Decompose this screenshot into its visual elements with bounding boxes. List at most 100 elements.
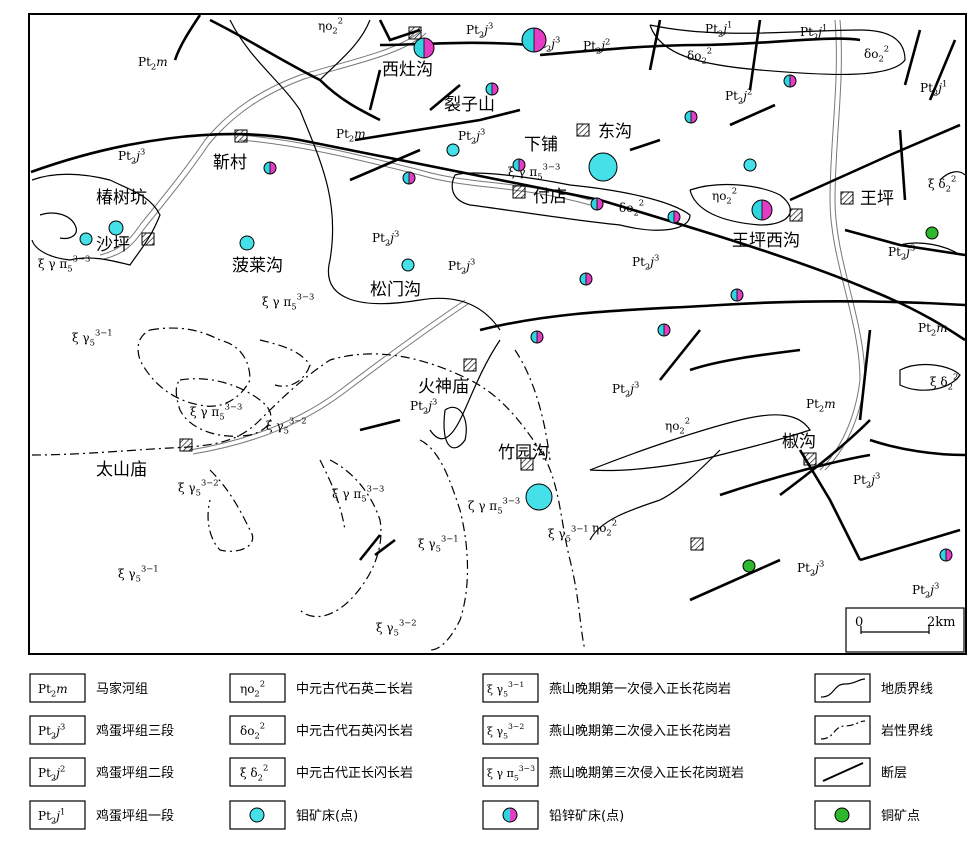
place-wangping: 王坪 — [860, 189, 894, 209]
place-jiaogou: 椒沟 — [782, 432, 816, 452]
legend-sym-xd: ξ δ22 — [240, 762, 268, 782]
settlement-marker — [789, 208, 803, 222]
unit-label-zgp33: ζ γ π53−3 — [468, 495, 520, 515]
mineral-deposits — [79, 27, 953, 573]
pb-zn-deposit-icon — [590, 197, 604, 211]
settlement-marker — [179, 438, 193, 452]
legend-label-geologic-boundary-icon: 地质界线 — [881, 682, 933, 697]
legend-label-Pt2j1: 鸡蛋坪组一段 — [96, 808, 174, 824]
unit-label-xgp33: ξ γ π53−3 — [190, 401, 242, 421]
pb-zn-deposit-icon — [502, 807, 518, 823]
map-frame — [28, 13, 967, 655]
cu-occurrence-icon — [834, 807, 850, 823]
road-lines — [99, 19, 866, 471]
settlements — [141, 26, 854, 551]
legend-label-cu-occurrence-icon: 铜矿点 — [881, 809, 920, 824]
place-bolaigou: 菠莱沟 — [232, 256, 283, 276]
legend-box-xd — [229, 757, 286, 787]
unit-label-xg31: ξ γ53−1 — [118, 563, 159, 583]
mo-deposit-icon — [588, 152, 618, 182]
place-fudian: 付店 — [533, 187, 567, 207]
lithologic-boundaries — [31, 327, 586, 651]
legend-sym-delta: δo22 — [240, 720, 265, 740]
unit-label-xg32: ξ γ53−2 — [376, 617, 417, 637]
settlement-marker — [234, 129, 248, 143]
unit-label-xg31: ξ γ53−1 — [548, 523, 589, 543]
place-jincun: 靳村 — [213, 153, 247, 173]
place-chunshukeng: 椿树坑 — [96, 188, 147, 208]
mo-deposit-icon — [79, 232, 93, 246]
legend-box-xg32 — [482, 715, 539, 745]
unit-label-delta: δo22 — [687, 45, 712, 65]
scale-distance: 2km — [927, 615, 955, 630]
mo-deposit-icon — [446, 143, 460, 157]
unit-label-Pt2j2: Pt2j2 — [725, 87, 752, 106]
pb-zn-deposit-icon — [939, 548, 953, 562]
unit-label-Pt2j3: Pt2j3 — [458, 127, 485, 146]
settlement-marker — [408, 26, 422, 40]
unit-label-Pt2j3: Pt2j3 — [448, 257, 475, 276]
legend-sym-Pt2j3: Pt2j3 — [38, 722, 65, 741]
pb-zn-deposit-icon — [402, 171, 416, 185]
cu-occurrence-icon — [742, 559, 756, 573]
legend-sym-Pt2j2: Pt2j2 — [38, 764, 65, 783]
legend-label-eta: 中元古代石英二长岩 — [296, 682, 413, 697]
unit-label-Pt2j3: Pt2j3 — [466, 21, 493, 40]
legend-box-Pt2j1 — [29, 800, 86, 830]
settlement-marker — [840, 191, 854, 205]
mo-deposit-icon — [743, 158, 757, 172]
place-taishanmiao: 太山庙 — [96, 460, 147, 480]
unit-label-xg31: ξ γ53−1 — [72, 327, 113, 347]
legend-box-xg31 — [482, 673, 539, 703]
legend-box-eta — [229, 673, 286, 703]
legend-label-delta: 中元古代石英闪长岩 — [296, 724, 413, 739]
unit-label-delta: δo22 — [864, 43, 889, 63]
settlement-marker — [463, 358, 477, 372]
legend-label-xgp33: 燕山晚期第三次侵入正长花岗斑岩 — [549, 765, 744, 781]
legend-label-Pt2m: 马家河组 — [96, 681, 148, 697]
legend-label-lithologic-boundary-icon: 岩性界线 — [881, 724, 933, 739]
rock-unit-labels: Pt2mPt2j3Pt2j3Pt2j2Pt2j1Pt2j1δo22δo22ηo2… — [38, 15, 958, 637]
settlement-marker — [690, 537, 704, 551]
unit-label-Pt2m: Pt2m — [918, 321, 948, 338]
fault-icon — [822, 762, 864, 782]
pb-zn-deposit-icon — [521, 27, 547, 53]
pb-zn-deposit-icon — [730, 288, 744, 302]
pb-zn-deposit-icon — [530, 330, 544, 344]
place-xiapu: 下铺 — [524, 135, 558, 155]
unit-label-xg31: ξ γ53−1 — [418, 533, 459, 553]
legend-label-xd: 中元古代正长闪长岩 — [296, 766, 413, 781]
place-wangpingxigou: 王坪西沟 — [732, 231, 800, 251]
unit-label-eta: ηo22 — [712, 185, 737, 205]
unit-label-Pt2j3: Pt2j3 — [632, 253, 659, 272]
legend-sym-eta: ηo22 — [240, 678, 265, 698]
pb-zn-deposit-icon — [751, 199, 773, 221]
pb-zn-deposit-icon — [485, 82, 499, 96]
settlement-marker — [803, 452, 817, 466]
legend-label-Pt2j2: 鸡蛋坪组二段 — [96, 765, 174, 781]
settlement-marker — [141, 232, 155, 246]
legend-sym-xg32: ξ γ53−2 — [487, 722, 524, 740]
legend-label-mo-deposit-icon: 钼矿床(点) — [296, 809, 358, 824]
geologic-boundary-icon — [820, 678, 866, 698]
legend-label-xg31: 燕山晚期第一次侵入正长花岗岩 — [549, 681, 731, 697]
mo-deposit-icon — [525, 483, 553, 511]
pb-zn-deposit-icon — [263, 161, 277, 175]
place-songmengou: 松门沟 — [370, 280, 421, 300]
place-zhuyuangou: 竹园沟 — [498, 443, 549, 463]
mo-deposit-icon — [249, 807, 265, 823]
place-shaping: 沙坪 — [96, 235, 130, 255]
unit-label-Pt2j1: Pt2j1 — [800, 23, 827, 42]
legend-box-xgp33 — [482, 757, 539, 787]
unit-label-Pt2j1: Pt2j1 — [705, 20, 732, 39]
unit-label-Pt2m: Pt2m — [138, 55, 168, 72]
unit-label-Pt2j3: Pt2j3 — [118, 147, 145, 166]
unit-label-Pt2j1: Pt2j1 — [920, 79, 947, 98]
settlement-marker — [520, 457, 534, 471]
pb-zn-deposit-icon — [684, 110, 698, 124]
pb-zn-deposit-icon — [657, 323, 671, 337]
mo-deposit-icon — [239, 235, 255, 251]
unit-label-Pt2j3: Pt2j3 — [912, 581, 939, 600]
